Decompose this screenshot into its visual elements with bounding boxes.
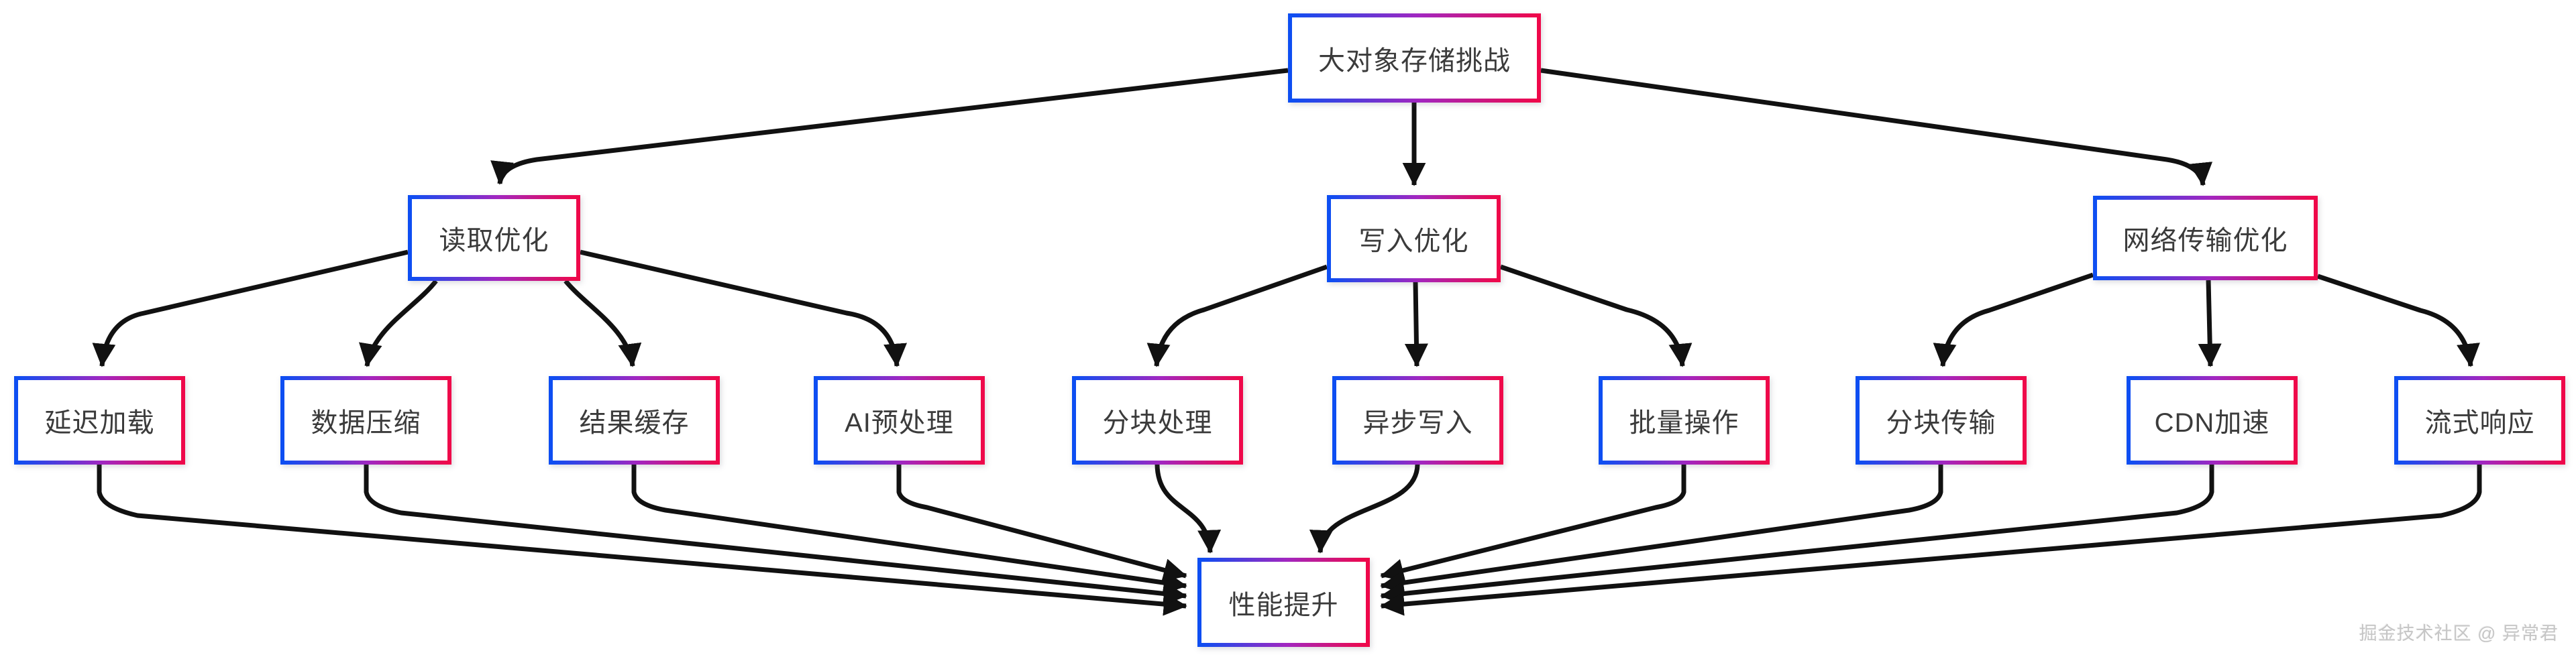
node-cdn-acceleration: CDN加速 — [2127, 376, 2298, 465]
node-streaming-response: 流式响应 — [2394, 376, 2565, 465]
edge-network-chunk-transfer — [1933, 272, 2094, 367]
edge-root-read — [490, 68, 1289, 185]
edge-stream-perf — [1380, 465, 2482, 616]
watermark-text: 掘金技术社区 @ 异常君 — [2359, 623, 2559, 644]
edge-root-network — [1540, 68, 2213, 186]
node-chunk-transfer: 分块传输 — [1856, 376, 2027, 465]
edge-read-ai — [580, 249, 907, 367]
edge-read-cache — [564, 279, 642, 367]
edge-read-compress — [359, 279, 438, 367]
edge-network-stream — [2316, 274, 2480, 367]
node-async-write: 异步写入 — [1332, 376, 1503, 465]
edge-chunk-process-perf — [1155, 464, 1222, 554]
edge-chunk-transfer-perf — [1380, 465, 1943, 595]
node-read-optimization: 读取优化 — [408, 195, 580, 281]
node-data-compression: 数据压缩 — [280, 376, 451, 465]
node-batch-operations: 批量操作 — [1599, 376, 1770, 465]
edge-write-batch — [1499, 264, 1693, 367]
node-root-challenge: 大对象存储挑战 — [1288, 13, 1541, 103]
edge-write-async-write — [1404, 282, 1428, 367]
node-performance-gain: 性能提升 — [1197, 558, 1370, 647]
edge-cache-perf — [631, 465, 1187, 595]
edge-ai-perf — [896, 465, 1187, 582]
node-lazy-loading: 延迟加载 — [14, 376, 185, 465]
edge-compress-perf — [364, 465, 1187, 605]
edge-read-lazy — [92, 249, 409, 367]
node-ai-preprocessing: AI预处理 — [814, 376, 985, 465]
node-chunk-processing: 分块处理 — [1072, 376, 1243, 465]
edge-lazy-perf — [97, 465, 1187, 616]
edge-write-chunk-process — [1146, 264, 1328, 367]
edge-cdn-perf — [1380, 465, 2214, 605]
node-network-transfer-optimization: 网络传输优化 — [2093, 196, 2318, 280]
edge-network-cdn — [2198, 280, 2222, 367]
edge-batch-perf — [1380, 465, 1686, 582]
node-result-cache: 结果缓存 — [549, 376, 720, 465]
edge-async-write-perf — [1309, 464, 1420, 554]
node-write-optimization: 写入优化 — [1327, 195, 1501, 282]
